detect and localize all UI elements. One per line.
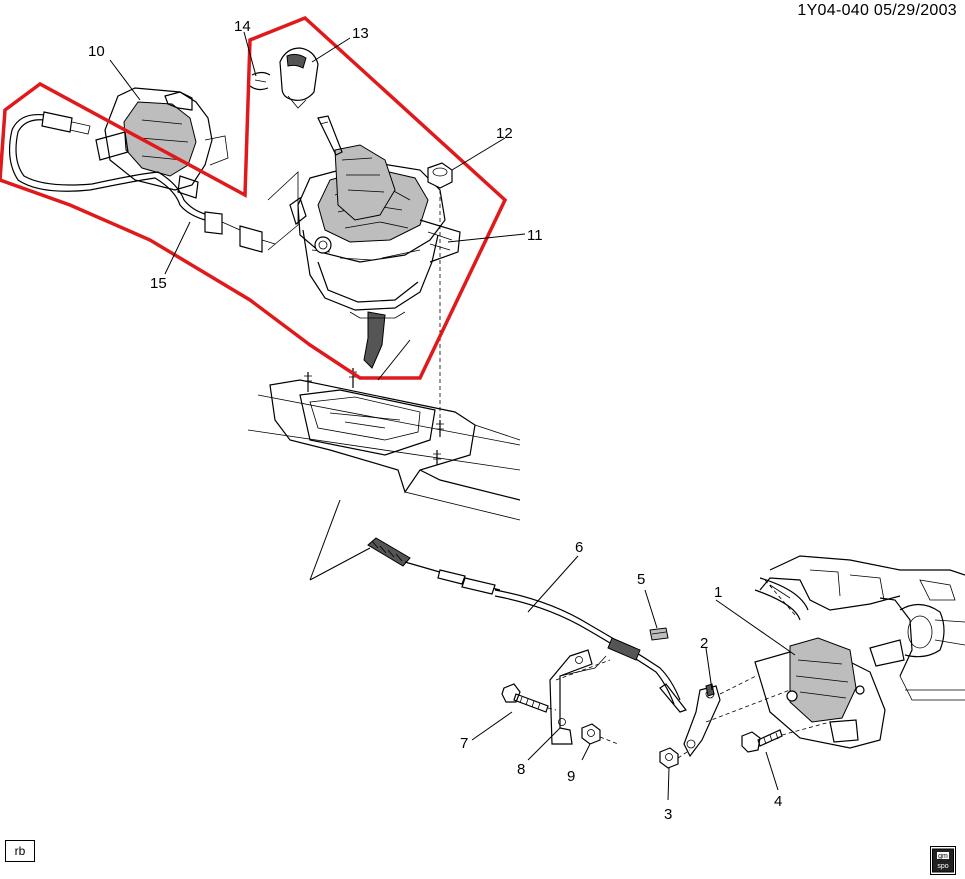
- logo-bottom-text: spo: [937, 863, 948, 870]
- callout-10: 10: [88, 43, 105, 60]
- logo-top-text: gm: [938, 853, 948, 860]
- drawing-id-label: 1Y04-040 05/29/2003: [797, 2, 957, 19]
- shifter-assembly: [289, 144, 461, 369]
- nut-3: [659, 747, 691, 769]
- shift-cable: [367, 537, 687, 713]
- callout-3: 3: [664, 806, 672, 823]
- callout-12: 12: [496, 125, 513, 142]
- clip-5: [649, 627, 669, 641]
- cable-bracket: [549, 649, 607, 745]
- floor-pan: [247, 368, 521, 521]
- callout-4: 4: [774, 793, 782, 810]
- callout-15: 15: [150, 275, 167, 292]
- callout-11: 11: [527, 227, 543, 244]
- callouts: 1 2 3 4 5 6 7 8 9 10 11 12 13 14 15: [88, 18, 782, 823]
- shift-rod: [317, 115, 343, 156]
- callout-9: 9: [567, 768, 575, 785]
- callout-13: 13: [352, 25, 369, 42]
- nut-12: [427, 162, 453, 420]
- bolt-4: [741, 729, 783, 753]
- callout-7: 7: [460, 735, 468, 752]
- nut-9: [581, 723, 619, 745]
- rb-label-box: rb: [5, 840, 35, 862]
- alignment-lines: [309, 339, 831, 736]
- highlight-outline: [0, 15, 508, 380]
- transmission-case: [754, 555, 965, 701]
- callout-2: 2: [700, 635, 708, 652]
- wiring-harness: [8, 111, 299, 253]
- callout-14: 14: [234, 18, 251, 35]
- bolt-7: [501, 683, 549, 713]
- gm-spo-logo: gm spo: [930, 846, 956, 875]
- leader-lines: [109, 31, 796, 801]
- shift-knob: [279, 47, 319, 109]
- range-switch: [754, 637, 886, 749]
- clip-14: [249, 71, 271, 91]
- lock-module: [95, 87, 229, 199]
- callout-8: 8: [517, 761, 525, 778]
- callout-5: 5: [637, 571, 645, 588]
- callout-1: 1: [714, 584, 722, 601]
- shift-lever-2: [683, 683, 721, 758]
- callout-6: 6: [575, 539, 583, 556]
